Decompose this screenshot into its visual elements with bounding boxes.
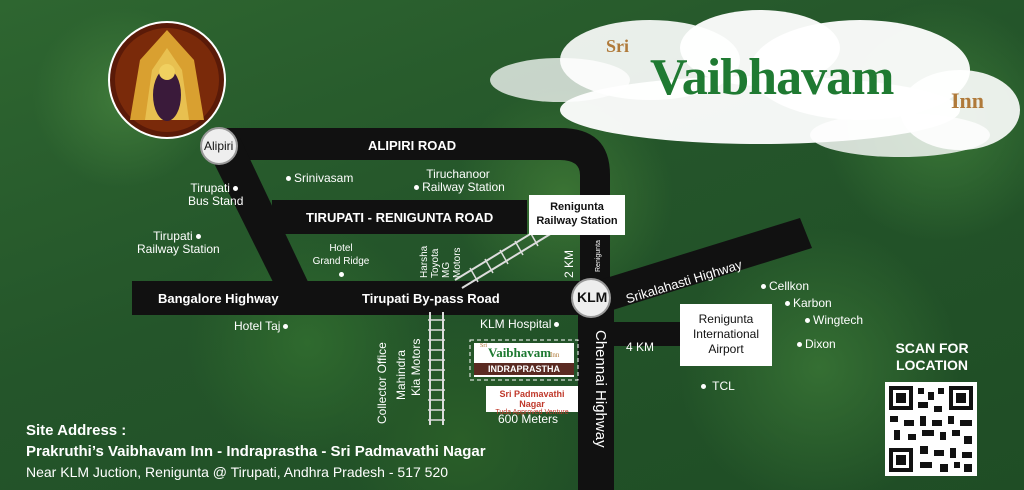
renigunta-small-label: Renigunta bbox=[595, 240, 602, 272]
six-hundred-meters-label: 600 Meters bbox=[498, 412, 559, 426]
site-address: Site Address : Prakruthi’s Vaibhavam Inn… bbox=[26, 422, 486, 480]
cellkon-label: Cellkon bbox=[758, 280, 809, 293]
dixon-label: Dixon bbox=[794, 338, 836, 351]
collector-office-label: Collector Office bbox=[375, 342, 389, 424]
address-line-1: Prakruthi’s Vaibhavam Inn - Indraprastha… bbox=[26, 443, 486, 460]
qr-heading: SCAN FOR LOCATION bbox=[895, 340, 969, 373]
tcl-label: TCL bbox=[698, 380, 735, 393]
klm-node bbox=[571, 278, 611, 318]
temple-image bbox=[108, 21, 226, 139]
renigunta-station-box: Renigunta Railway Station bbox=[529, 195, 625, 235]
wingtech-label: Wingtech bbox=[802, 314, 863, 327]
cloud bbox=[490, 10, 1020, 157]
two-km-label: 2 KM bbox=[562, 249, 576, 278]
address-line-2: Near KLM Juction, Renigunta @ Tirupati, … bbox=[26, 464, 449, 480]
karbon-label: Karbon bbox=[782, 297, 832, 310]
alipiri-node bbox=[200, 127, 238, 165]
four-km-label: 4 KM bbox=[626, 340, 655, 354]
airport-box: Renigunta International Airport bbox=[680, 304, 772, 366]
klm-label: KLM bbox=[577, 289, 608, 305]
klm-hospital-label: KLM Hospital bbox=[480, 318, 562, 331]
kia-motors-label: Kia Motors bbox=[409, 338, 423, 396]
alipiri-road-label: ALIPIRI ROAD bbox=[368, 138, 457, 153]
mahindra-label: Mahindra bbox=[394, 349, 408, 400]
qr-code bbox=[885, 382, 977, 476]
landmark-dot bbox=[286, 176, 291, 182]
project-boundary bbox=[469, 339, 579, 381]
bypass-road-label: Tirupati By-pass Road bbox=[362, 291, 500, 306]
tirupati-renigunta-road-label: TIRUPATI - RENIGUNTA ROAD bbox=[306, 210, 494, 225]
project-badge: Sri Vaibhavam Inn INDRAPRASTHA bbox=[474, 343, 574, 377]
logo-name: Vaibhavam bbox=[650, 49, 894, 106]
alipiri-label: Alipiri bbox=[204, 139, 234, 153]
padmavathi-nagar-badge: Sri Padmavathi Nagar Tuda Approved Ventu… bbox=[486, 386, 578, 416]
bangalore-highway-label: Bangalore Highway bbox=[158, 291, 279, 306]
logo-inn: Inn bbox=[951, 88, 985, 113]
roads bbox=[132, 128, 812, 490]
logo-sri: Sri bbox=[606, 36, 630, 56]
srinivasam-label: Srinivasam bbox=[283, 172, 353, 185]
address-heading: Site Address : bbox=[26, 422, 127, 439]
motors-label: Motors bbox=[452, 247, 463, 278]
chennai-highway-label: Chennai Highway bbox=[592, 330, 609, 448]
hotel-taj-label: Hotel Taj bbox=[234, 320, 291, 333]
